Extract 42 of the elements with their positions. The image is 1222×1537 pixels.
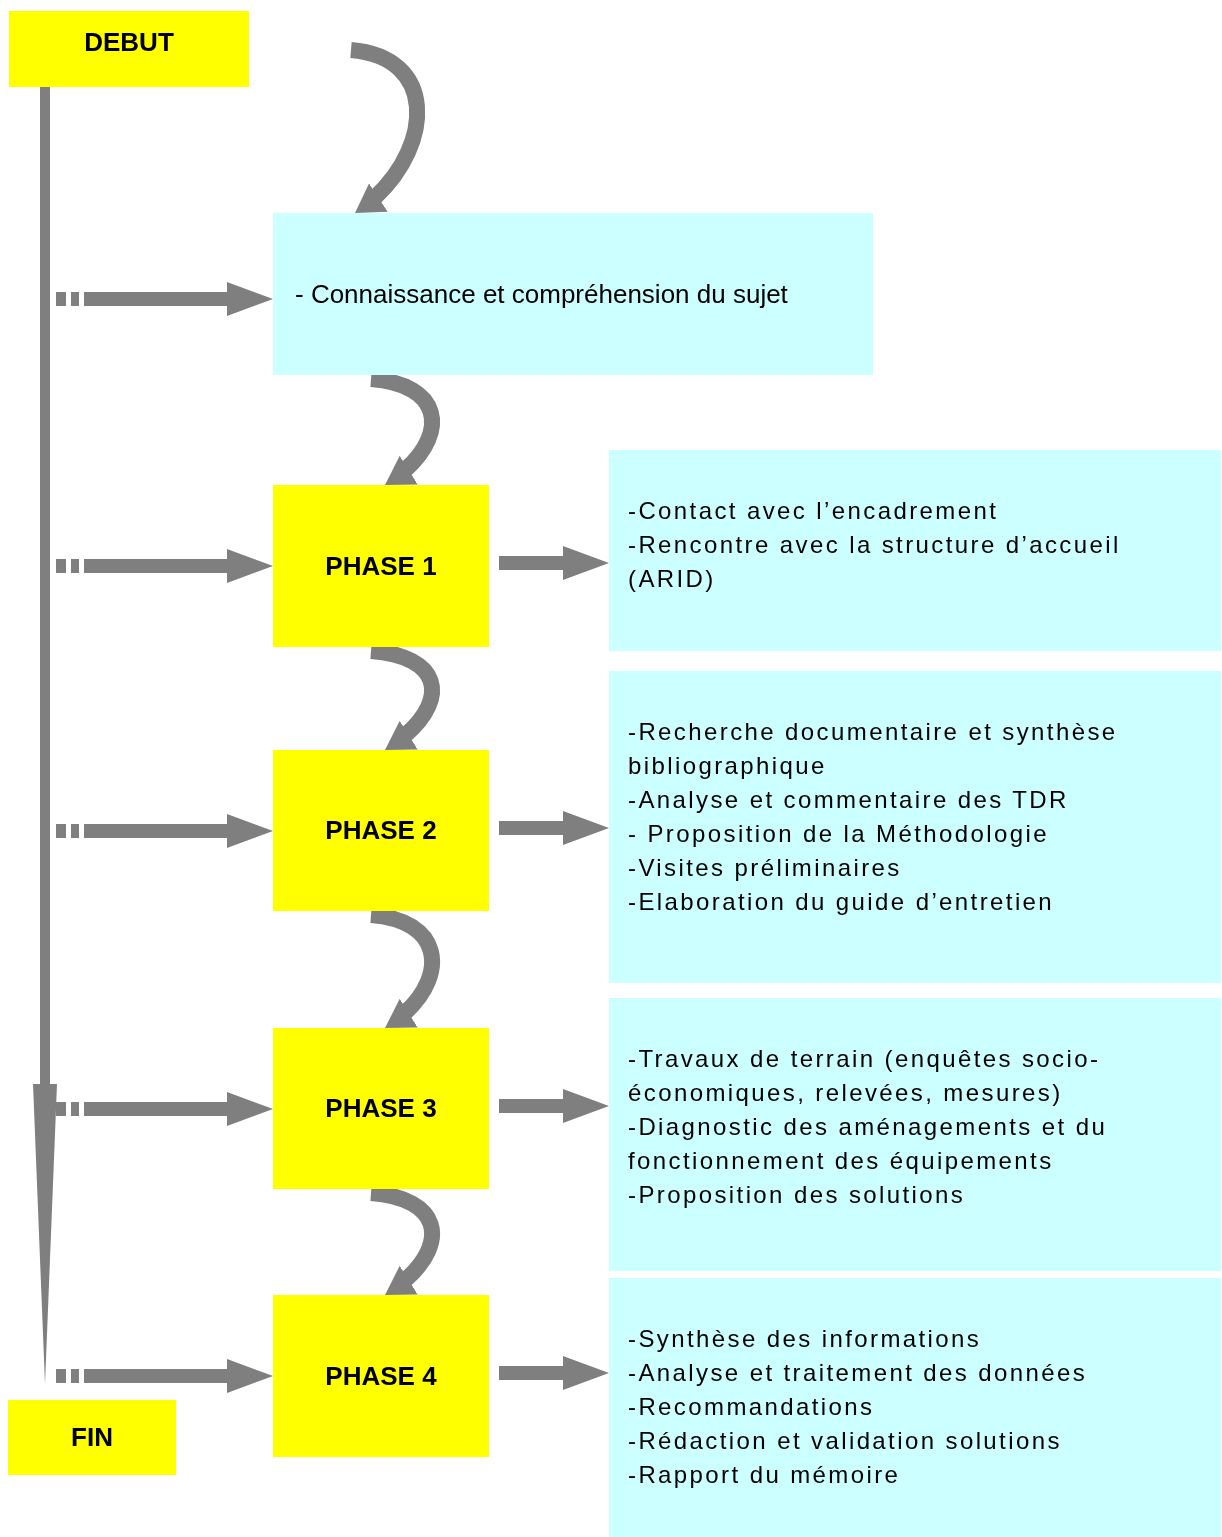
task-item: -Recherche documentaire et synthèse bibliographique bbox=[628, 717, 1119, 781]
phase-box bbox=[273, 485, 489, 647]
task-item: -Recommandations bbox=[628, 1392, 876, 1422]
node-label: PHASE 1 bbox=[325, 549, 437, 583]
task-item: -Contact avec l’encadrement bbox=[628, 496, 1000, 526]
phase-box bbox=[273, 1295, 489, 1457]
node-label: PHASE 3 bbox=[325, 1092, 437, 1125]
phase-box bbox=[273, 1028, 489, 1189]
task-item: -Travaux de terrain (enquêtes socio-économiques, relevées, mesures) bbox=[628, 1044, 1102, 1108]
topic-box bbox=[273, 213, 873, 375]
arrow bbox=[56, 1092, 273, 1126]
node-label: PHASE 4 bbox=[325, 1359, 437, 1393]
node-label: - Connaissance et compréhension du sujet bbox=[295, 277, 788, 311]
task-item: -Rencontre avec la structure d’accueil (ARID) bbox=[628, 530, 1122, 594]
task-list-box bbox=[609, 450, 1221, 651]
task-list-box bbox=[609, 671, 1221, 983]
task-item: -Diagnostic des aménagements et du fonctionnement des équipements bbox=[628, 1112, 1109, 1176]
task-item: -Analyse et traitement des données bbox=[628, 1358, 1089, 1388]
arrow bbox=[499, 1356, 609, 1390]
node-label: FIN bbox=[71, 1421, 113, 1454]
task-item: -Elaboration du guide d’entretien bbox=[628, 887, 1056, 917]
task-item: -Rapport du mémoire bbox=[628, 1460, 902, 1490]
end-box bbox=[8, 1400, 176, 1475]
task-item: -Rédaction et validation solutions bbox=[628, 1426, 1063, 1456]
task-item: - Proposition de la Méthodologie bbox=[628, 819, 1050, 849]
task-item: -Visites préliminaires bbox=[628, 853, 903, 883]
node-label: PHASE 2 bbox=[325, 814, 437, 847]
start-box bbox=[9, 11, 249, 87]
arrow bbox=[499, 811, 609, 845]
node-label: DEBUT bbox=[84, 26, 174, 59]
arrow bbox=[56, 282, 273, 316]
task-item: -Synthèse des informations bbox=[628, 1324, 983, 1354]
task-item: -Analyse et commentaire des TDR bbox=[628, 785, 1070, 815]
arrow bbox=[56, 814, 273, 848]
arrow bbox=[56, 1359, 273, 1393]
arrow bbox=[499, 546, 609, 580]
phase-box bbox=[273, 750, 489, 911]
task-item: -Proposition des solutions bbox=[628, 1180, 967, 1210]
arrow bbox=[499, 1089, 609, 1123]
arrow bbox=[56, 549, 273, 583]
task-list-box bbox=[609, 1278, 1221, 1537]
task-list-box bbox=[609, 998, 1221, 1271]
